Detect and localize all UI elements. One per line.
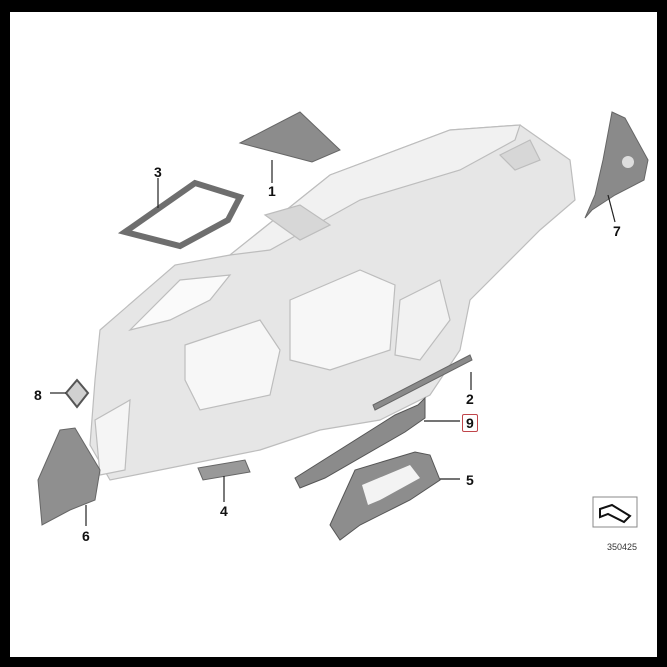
part-7	[584, 111, 649, 219]
diagram-canvas: 1 2 3 4 5 6 7 8 9 350425	[10, 12, 657, 657]
dashboard-body	[89, 124, 576, 481]
part-8	[64, 378, 90, 409]
part-9	[294, 396, 426, 489]
reference-icon	[592, 496, 638, 528]
callout-7: 7	[613, 223, 621, 239]
callout-1: 1	[268, 183, 276, 199]
parts-drawing	[37, 111, 649, 541]
part-1	[238, 111, 341, 163]
part-2	[372, 354, 473, 411]
callout-5: 5	[466, 472, 474, 488]
part-3	[117, 179, 245, 250]
part-4	[197, 459, 251, 481]
callout-4: 4	[220, 503, 228, 519]
callout-8: 8	[34, 387, 42, 403]
callout-6: 6	[82, 528, 90, 544]
reference-number: 350425	[607, 542, 638, 552]
callout-3: 3	[154, 164, 162, 180]
callout-2: 2	[466, 391, 474, 407]
part-6	[37, 427, 101, 526]
callout-9-highlighted: 9	[462, 414, 478, 432]
